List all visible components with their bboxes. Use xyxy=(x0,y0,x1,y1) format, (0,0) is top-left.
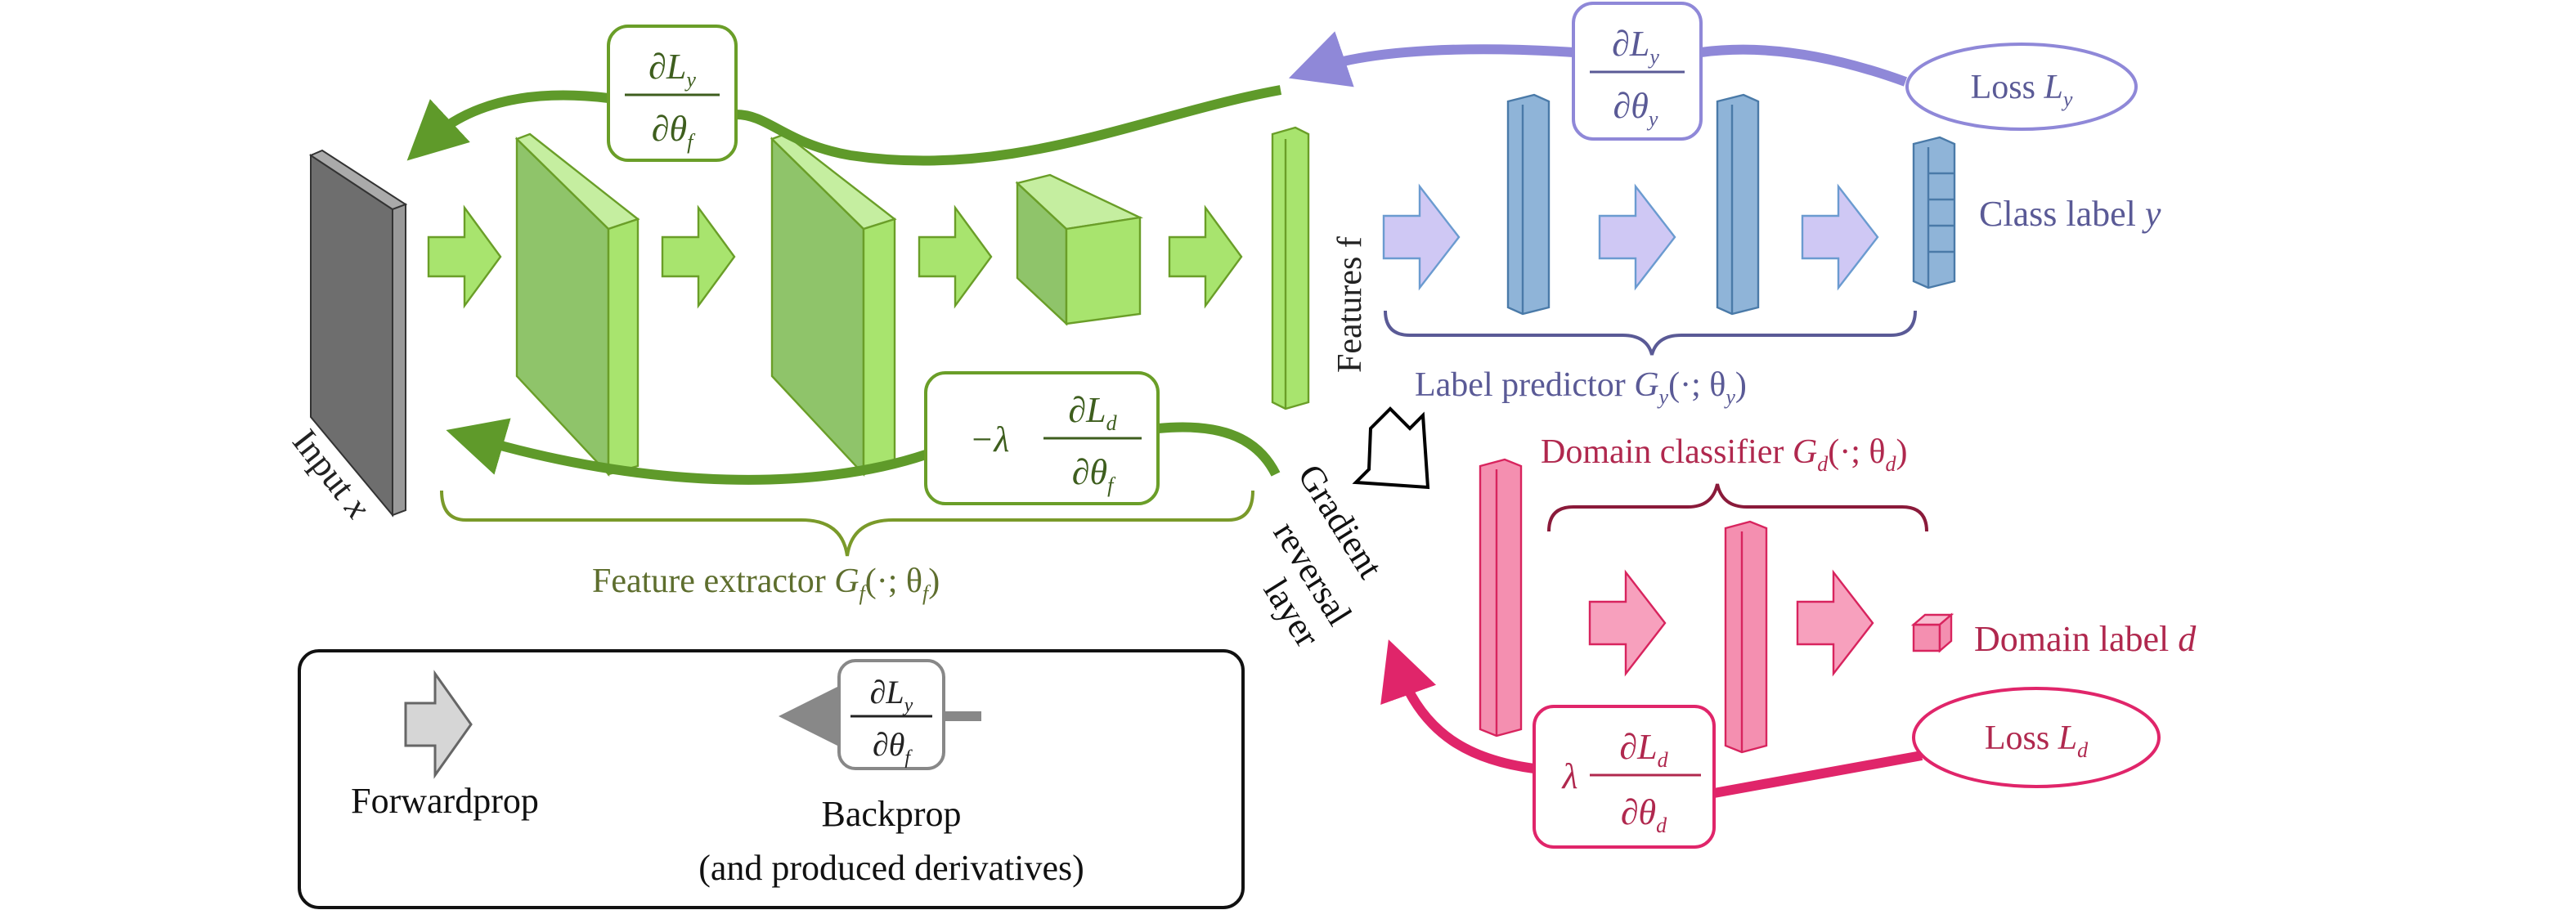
grad-ld-theta-d-box: λ ∂Ld ∂θd xyxy=(1533,705,1716,849)
features-label: Features f xyxy=(1331,236,1369,373)
loss-d-node: Loss Ld xyxy=(1912,687,2161,788)
grad-ld-theta-f-box: −λ ∂Ld ∂θf xyxy=(924,371,1160,505)
legend-backprop-note: (and produced derivatives) xyxy=(698,848,1084,888)
gradient-reversal-arrow-icon xyxy=(1352,406,1430,490)
grad-ly-theta-f-box: ∂Ly ∂θf xyxy=(607,25,738,162)
domain-forward-arrows xyxy=(1588,569,1874,677)
loss-y-node: Loss Ly xyxy=(1905,43,2138,131)
domain-label: Domain label d xyxy=(1974,619,2197,659)
class-label: Class label y xyxy=(1979,194,2161,234)
forward-arrow-icon xyxy=(1796,569,1874,677)
legend-forwardprop: Forwardprop xyxy=(351,781,539,821)
label-fc-layer-2 xyxy=(1716,93,1760,316)
legend-backprop: Backprop xyxy=(821,794,961,834)
gradient-reversal-label: Gradient reversal layer xyxy=(1256,457,1391,654)
svg-text:∂Ly: ∂Ly xyxy=(870,674,913,716)
conv-layer-1 xyxy=(514,132,640,477)
class-output-vector xyxy=(1912,136,1956,289)
backprop-curve-label xyxy=(1317,49,1908,82)
backprop-curve-feature-top xyxy=(429,85,1282,161)
conv-layer-3 xyxy=(1015,173,1144,326)
svg-text:∂Ly: ∂Ly xyxy=(648,47,696,92)
svg-text:∂Ld: ∂Ld xyxy=(1068,390,1117,435)
forward-arrow-icon xyxy=(1598,183,1676,291)
svg-text:∂θy: ∂θy xyxy=(1613,86,1658,131)
forward-arrow-icon xyxy=(1168,204,1243,309)
domain-fc-layer-2 xyxy=(1724,520,1768,754)
domain-output-node xyxy=(1910,612,1954,653)
label-predictor-label: Label predictor Gy(·; θy) xyxy=(1415,366,1747,409)
legend: Forwardprop ∂Ly ∂θf Backprop (and produc… xyxy=(298,649,1245,909)
backprop-curve-domain xyxy=(1398,667,1923,798)
forward-arrow-icon xyxy=(1588,569,1667,677)
feature-extractor-label: Feature extractor Gf(·; θf) xyxy=(592,563,940,605)
backprop-curve-feature-bottom xyxy=(474,427,1281,485)
svg-text:∂θd: ∂θd xyxy=(1621,792,1667,837)
label-forward-arrows xyxy=(1382,183,1879,291)
feature-extractor-brace xyxy=(440,490,1254,557)
label-fc-layer-1 xyxy=(1506,93,1551,316)
svg-text:∂Ld: ∂Ld xyxy=(1619,727,1668,772)
feature-forward-arrows xyxy=(427,204,1243,309)
forward-arrow-icon xyxy=(1382,183,1461,291)
svg-text:∂θf: ∂θf xyxy=(873,726,913,769)
forward-arrow-icon xyxy=(427,204,502,309)
forward-arrow-icon xyxy=(1801,183,1879,291)
forwardprop-arrow-icon xyxy=(404,670,473,779)
label-predictor-brace xyxy=(1384,310,1917,356)
svg-text:∂θf: ∂θf xyxy=(652,109,696,154)
domain-classifier-label: Domain classifier Gd(·; θd) xyxy=(1541,433,1908,476)
input-plane xyxy=(308,149,408,518)
svg-text:−λ: −λ xyxy=(970,419,1010,459)
svg-text:∂θf: ∂θf xyxy=(1072,452,1116,497)
svg-text:∂Ly: ∂Ly xyxy=(1612,24,1659,69)
forward-arrow-icon xyxy=(661,204,736,309)
domain-fc-layer-1 xyxy=(1479,458,1523,737)
svg-text:Loss Ld: Loss Ld xyxy=(1985,719,2089,762)
feature-vector xyxy=(1271,126,1310,410)
svg-text:Loss Ly: Loss Ly xyxy=(1971,69,2073,111)
conv-layer-2 xyxy=(770,132,897,477)
svg-text:λ: λ xyxy=(1560,756,1577,796)
grad-ly-theta-y-box: ∂Ly ∂θy xyxy=(1572,2,1703,141)
domain-classifier-brace xyxy=(1547,483,1928,532)
forward-arrow-icon xyxy=(918,204,993,309)
